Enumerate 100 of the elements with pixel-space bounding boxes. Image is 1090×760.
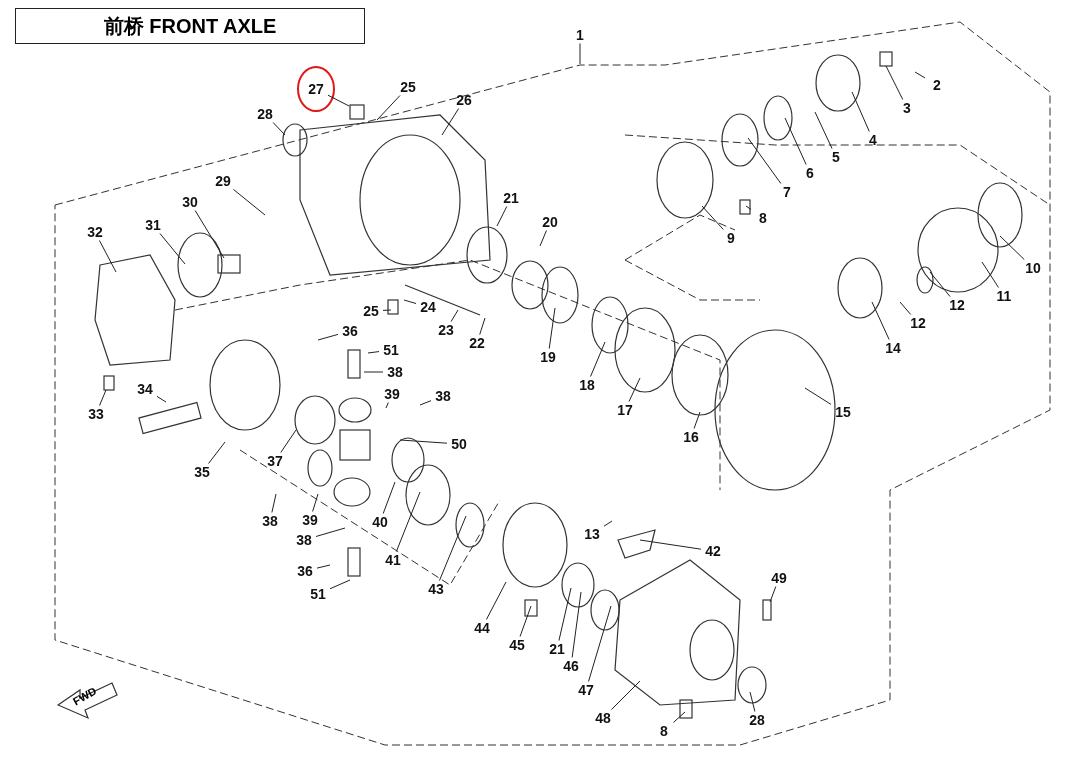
leader-line bbox=[693, 411, 701, 429]
leader-line bbox=[208, 441, 226, 464]
leader-line bbox=[851, 91, 870, 132]
callout-number: 10 bbox=[1021, 259, 1045, 277]
leader-line bbox=[441, 108, 460, 136]
leader-line bbox=[382, 481, 396, 514]
leader-line bbox=[395, 491, 421, 552]
callout-number: 26 bbox=[452, 91, 476, 109]
callout-number: 11 bbox=[992, 287, 1016, 305]
callout-number: 13 bbox=[580, 525, 604, 543]
callout-number: 28 bbox=[745, 711, 769, 729]
leader-line bbox=[479, 317, 486, 335]
leader-line bbox=[233, 189, 266, 216]
callout-number: 51 bbox=[379, 341, 403, 359]
callout-number: 40 bbox=[368, 513, 392, 531]
leader-line bbox=[419, 400, 432, 406]
leader-line bbox=[376, 95, 401, 121]
callout-number: 38 bbox=[292, 531, 316, 549]
leader-line bbox=[156, 395, 167, 403]
leader-line bbox=[769, 586, 777, 603]
callout-number: 21 bbox=[499, 189, 523, 207]
title: 前桥 FRONT AXLE bbox=[15, 8, 365, 44]
callout-number: 42 bbox=[701, 542, 725, 560]
callout-number: 28 bbox=[253, 105, 277, 123]
callout-number: 34 bbox=[133, 380, 157, 398]
leader-line bbox=[315, 527, 346, 537]
leader-line bbox=[272, 122, 286, 136]
leader-line bbox=[981, 261, 999, 288]
leader-line bbox=[929, 271, 951, 297]
callout-number: 3 bbox=[895, 99, 919, 117]
leader-line bbox=[590, 341, 606, 377]
callout-number: 25 bbox=[396, 78, 420, 96]
callout-number: 17 bbox=[613, 401, 637, 419]
leader-line bbox=[571, 591, 582, 658]
callout-number: 39 bbox=[380, 385, 404, 403]
leader-line bbox=[496, 206, 508, 227]
callout-number: 4 bbox=[861, 131, 885, 149]
callout-number: 8 bbox=[652, 722, 676, 740]
callout-number: 18 bbox=[575, 376, 599, 394]
leader-line bbox=[747, 137, 782, 184]
leader-line bbox=[611, 680, 641, 710]
callout-number: 44 bbox=[470, 619, 494, 637]
callout-number: 35 bbox=[190, 463, 214, 481]
callout-number: 29 bbox=[211, 172, 235, 190]
leader-line bbox=[327, 94, 350, 107]
callout-number: 37 bbox=[263, 452, 287, 470]
leader-line bbox=[399, 439, 448, 444]
callout-number: 24 bbox=[416, 298, 440, 316]
callout-number: 49 bbox=[767, 569, 791, 587]
callout-number: 7 bbox=[775, 183, 799, 201]
callout-number: 48 bbox=[591, 709, 615, 727]
callout-number: 39 bbox=[298, 511, 322, 529]
leader-line bbox=[98, 240, 117, 273]
callout-number: 12 bbox=[945, 296, 969, 314]
leader-line bbox=[749, 691, 756, 712]
callout-number: 41 bbox=[381, 551, 405, 569]
leader-line bbox=[548, 307, 556, 349]
leader-line bbox=[672, 711, 686, 723]
leader-line bbox=[316, 564, 331, 569]
callout-number: 50 bbox=[447, 435, 471, 453]
callout-number: 36 bbox=[293, 562, 317, 580]
leader-line bbox=[485, 581, 507, 620]
leader-line bbox=[159, 233, 186, 265]
callout-number: 1 bbox=[568, 26, 592, 44]
callout-number: 23 bbox=[434, 321, 458, 339]
callout-number: 22 bbox=[465, 334, 489, 352]
callout-number: 43 bbox=[424, 580, 448, 598]
leader-line bbox=[403, 299, 417, 304]
leader-line bbox=[450, 309, 459, 322]
callout-number: 38 bbox=[258, 512, 282, 530]
callout-number: 32 bbox=[83, 223, 107, 241]
leader-line bbox=[628, 377, 641, 402]
leader-line bbox=[382, 309, 392, 311]
leader-line bbox=[999, 235, 1025, 260]
leader-line bbox=[745, 205, 752, 211]
leader-line bbox=[439, 515, 467, 581]
callout-number: 25 bbox=[359, 302, 383, 320]
leader-line bbox=[317, 333, 339, 341]
leader-line bbox=[558, 587, 572, 641]
leader-line bbox=[784, 117, 807, 165]
leader-line bbox=[603, 520, 613, 527]
leader-line bbox=[579, 43, 581, 65]
callout-number: 14 bbox=[881, 339, 905, 357]
callout-number: 27 bbox=[304, 80, 328, 98]
leader-line bbox=[639, 539, 702, 550]
leader-line bbox=[871, 301, 890, 340]
callout-number: 30 bbox=[178, 193, 202, 211]
direction-label: FWD bbox=[70, 684, 99, 708]
callout-number: 8 bbox=[751, 209, 775, 227]
callout-number: 9 bbox=[719, 229, 743, 247]
callout-number: 16 bbox=[679, 428, 703, 446]
leader-line bbox=[814, 111, 833, 149]
callout-number: 38 bbox=[383, 363, 407, 381]
leader-line bbox=[914, 71, 926, 79]
leader-line bbox=[385, 402, 389, 409]
callout-number: 47 bbox=[574, 681, 598, 699]
callout-number: 21 bbox=[545, 640, 569, 658]
leader-line bbox=[312, 493, 319, 512]
leader-line bbox=[363, 371, 384, 373]
callout-number: 2 bbox=[925, 76, 949, 94]
